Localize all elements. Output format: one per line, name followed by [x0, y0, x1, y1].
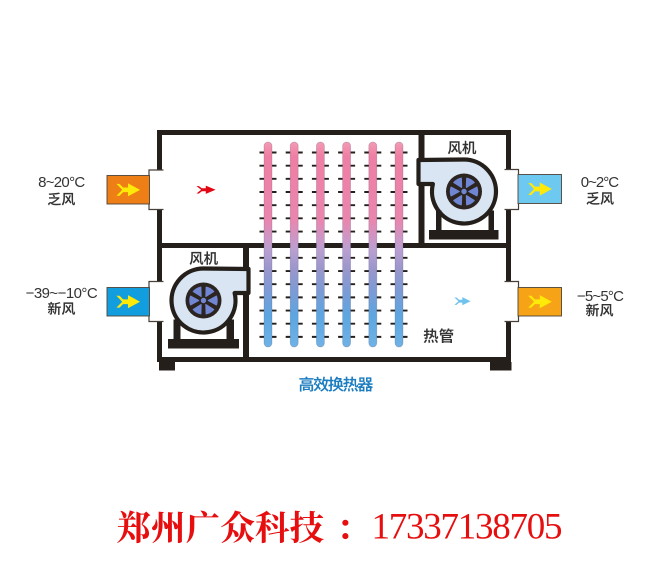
- svg-text:0~2°C: 0~2°C: [581, 174, 619, 191]
- svg-text:8~20°C: 8~20°C: [38, 174, 85, 191]
- svg-text:−39~−10°C: −39~−10°C: [26, 285, 98, 302]
- svg-text:17337138705: 17337138705: [372, 507, 563, 548]
- svg-text:−5~5°C: −5~5°C: [577, 288, 624, 305]
